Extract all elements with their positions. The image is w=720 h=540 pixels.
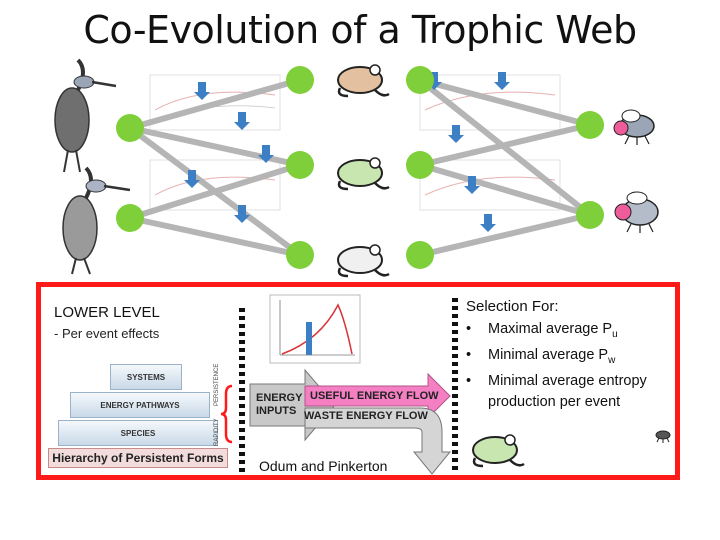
credit-label: Odum and Pinkerton	[259, 458, 388, 474]
waste-energy-arrow	[304, 407, 452, 475]
fly-icon	[655, 430, 671, 443]
energy-inputs-label: ENERGY INPUTS	[256, 392, 303, 417]
hierarchy-energy-pathways: ENERGY PATHWAYS	[70, 392, 210, 418]
hierarchy-base-label: Hierarchy of Persistent Forms	[48, 448, 228, 468]
web-node	[406, 66, 434, 94]
page-title: Co-Evolution of a Trophic Web	[83, 8, 637, 52]
blue-arrow	[448, 125, 464, 143]
blue-arrow	[258, 145, 274, 163]
hierarchy-side-upper: PERSISTENCE	[214, 363, 220, 406]
plot-top-right	[419, 74, 561, 131]
blue-arrow	[234, 112, 250, 130]
selection-item: Maximal average Pu	[462, 319, 692, 345]
web-node	[576, 111, 604, 139]
hierarchy-systems: SYSTEMS	[110, 364, 182, 390]
mini-chart	[269, 294, 361, 364]
useful-energy-arrow	[304, 372, 451, 420]
blue-arrow	[194, 82, 210, 100]
web-node	[286, 241, 314, 269]
frog-icon	[337, 64, 390, 98]
frog-icon	[472, 434, 525, 468]
waste-energy-label: WASTE ENERGY FLOW	[304, 410, 428, 422]
hierarchy-bracket	[220, 384, 233, 444]
energy-flow	[249, 368, 452, 475]
hierarchy-species: SPECIES	[58, 420, 218, 446]
lower-level-title: LOWER LEVEL	[54, 304, 160, 321]
plot-mid-right	[419, 159, 561, 211]
blue-arrow	[464, 176, 480, 194]
selection-item: Minimal average Pw	[462, 345, 692, 371]
web-links	[127, 77, 593, 258]
selection-item: Minimal average entropy production per e…	[462, 371, 692, 413]
heron-icon	[54, 58, 117, 173]
selection-title: Selection For:	[466, 298, 559, 315]
heron-icon	[62, 166, 131, 275]
blue-arrow	[184, 170, 200, 188]
web-node	[406, 151, 434, 179]
useful-energy-label: USEFUL ENERGY FLOW	[310, 390, 439, 402]
web-node	[116, 204, 144, 232]
hierarchy-side-lower: RAPIDITY	[214, 418, 220, 446]
fly-icon	[614, 191, 659, 233]
frog-icon	[337, 244, 390, 278]
fly-icon	[613, 109, 655, 145]
web-node	[116, 114, 144, 142]
blue-arrows	[184, 72, 510, 232]
frog-icon	[337, 157, 390, 191]
web-node	[286, 151, 314, 179]
plot-mid-left	[149, 159, 281, 211]
blue-arrow	[480, 214, 496, 232]
web-node	[406, 241, 434, 269]
blue-arrow	[234, 205, 250, 223]
selection-list: Maximal average Pu Minimal average Pw Mi…	[462, 319, 692, 413]
lower-level-subtitle: - Per event effects	[54, 326, 160, 341]
web-node	[286, 66, 314, 94]
web-node	[576, 201, 604, 229]
blue-arrow	[494, 72, 510, 90]
web-nodes	[116, 66, 604, 269]
